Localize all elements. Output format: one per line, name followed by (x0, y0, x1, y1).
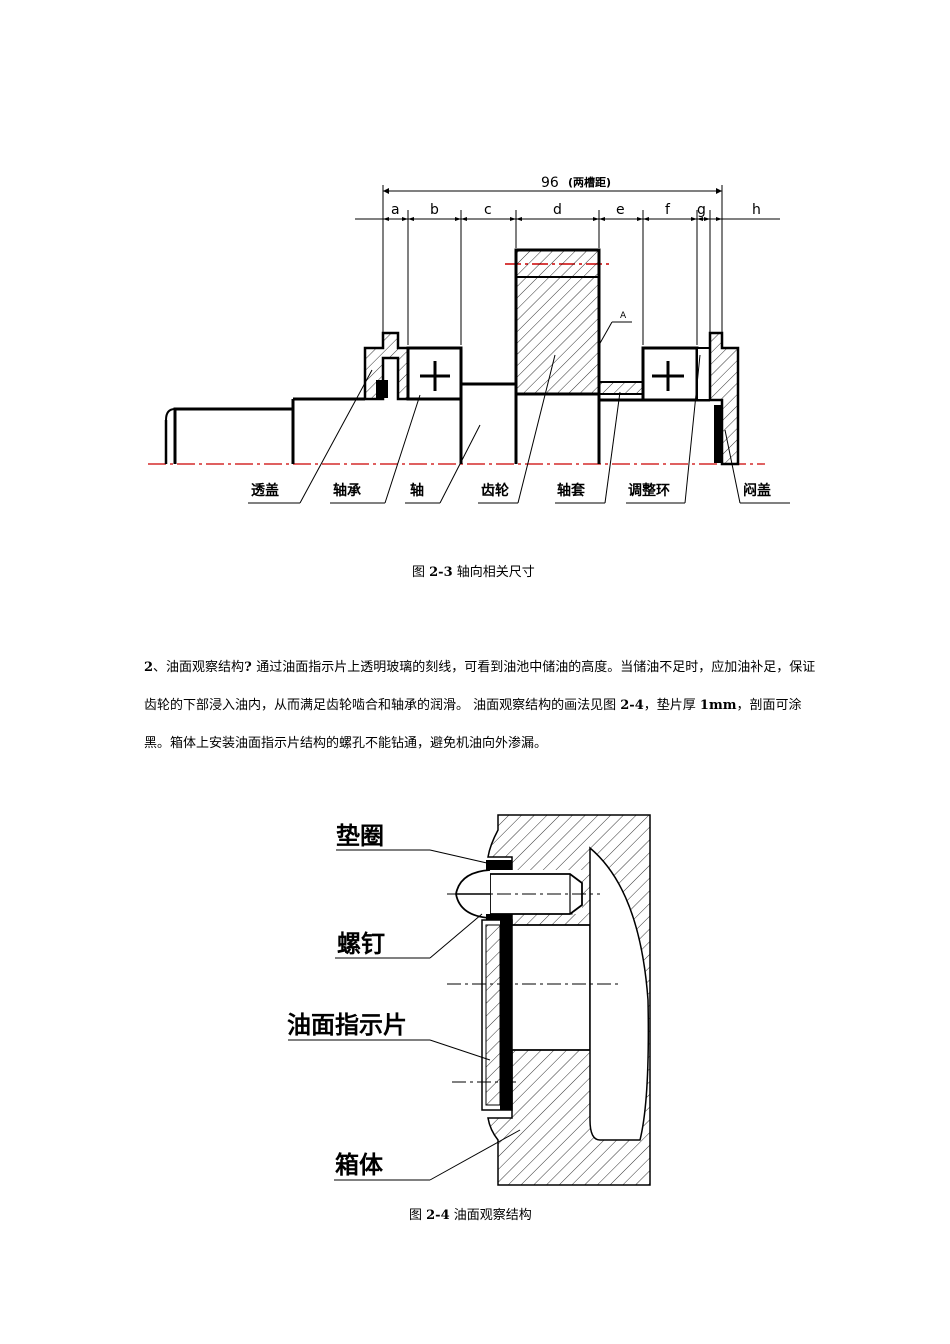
segment-letter-d: d (553, 202, 562, 218)
segment-letter-e: e (616, 202, 625, 218)
label-housing: 箱体 (335, 1151, 384, 1179)
segment-letter-a: a (391, 202, 400, 218)
label-through-cover: 透盖 (251, 482, 279, 499)
figure1-caption: 图 2-3 轴向相关尺寸 (412, 565, 535, 580)
segment-letter-h: h (752, 202, 761, 218)
dimension-note: (两槽距) (568, 175, 611, 189)
label-screw: 螺钉 (337, 930, 385, 958)
label-blind-cover: 闷盖 (743, 482, 771, 499)
marker-a: A (620, 311, 627, 321)
label-sleeve: 轴套 (557, 482, 585, 499)
segment-letter-b: b (430, 202, 439, 218)
oil-level-figure: 垫圈 螺钉 油面指示片 箱体 (287, 814, 651, 1186)
dimension-total: 96 (541, 175, 559, 191)
label-gear: 齿轮 (481, 482, 509, 499)
label-shaft: 轴 (410, 482, 424, 499)
segment-letter-f: f (665, 202, 671, 218)
figure2-caption: 图 2-4 油面观察结构 (409, 1208, 532, 1223)
label-adjust-ring: 调整环 (628, 482, 670, 499)
segment-letter-g: g (697, 202, 706, 218)
label-washer: 垫圈 (336, 822, 384, 850)
label-bearing: 轴承 (333, 482, 361, 499)
label-oil-gauge-plate: 油面指示片 (287, 1011, 407, 1039)
oil-level-paragraph: 2、油面观察结构? 通过油面指示片上透明玻璃的刻线，可看到油池中储油的高度。当储… (144, 660, 816, 751)
segment-letter-c: c (484, 202, 492, 218)
axial-dimension-figure: 96 (两槽距) a b c d e f g h (148, 175, 790, 504)
